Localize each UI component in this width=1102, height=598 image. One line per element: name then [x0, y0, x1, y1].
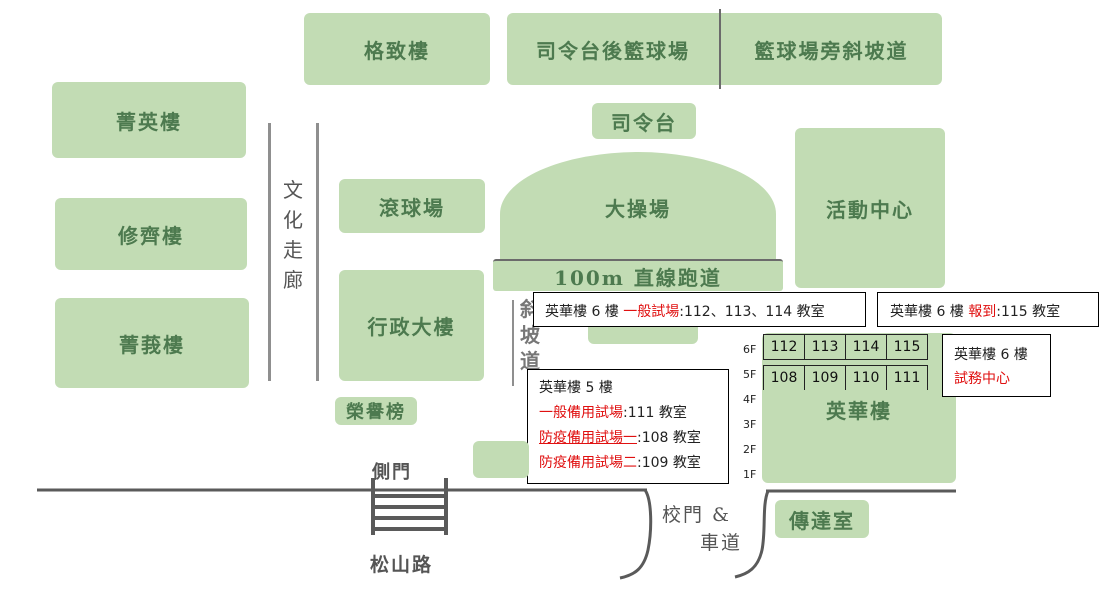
ramp-line — [512, 300, 514, 386]
callout-text: :111 教室 — [623, 405, 687, 421]
reception-room: 傳達室 — [775, 500, 869, 538]
room-108[interactable]: 108 — [764, 366, 805, 390]
room-111[interactable]: 111 — [893, 370, 921, 386]
floor-label-2f: 2F — [743, 443, 757, 456]
building-label: 司令台 — [611, 110, 677, 135]
gateball-court: 滾球場 — [339, 179, 485, 233]
callout-text: 英華樓 6 樓 — [954, 347, 1028, 363]
room-115[interactable]: 115 — [893, 339, 921, 355]
building-label: 格致樓 — [364, 38, 430, 63]
command-stage: 司令台 — [592, 103, 696, 139]
callout-backup-rooms-5f: 英華樓 5 樓 一般備用試場:111 教室 防疫備用試場一:108 教室 防疫備… — [527, 369, 729, 484]
callout-highlight: 防疫備用試場一 — [539, 430, 637, 446]
corridor-char: 走 — [283, 238, 303, 262]
side-gate-label: 側門 — [372, 462, 412, 483]
callout-highlight: 防疫備用試場二 — [539, 455, 637, 471]
rooms-5f: 108 109 110 111 — [763, 365, 928, 390]
ramp-char: 道 — [520, 349, 540, 373]
callout-row: 一般備用試場:111 教室 — [539, 401, 728, 426]
floor-label-3f: 3F — [743, 418, 757, 431]
callout-row: 防疫備用試場一:108 教室 — [539, 426, 728, 451]
building-label: 滾球場 — [379, 195, 445, 220]
building-jingbo: 菁莪樓 — [55, 298, 249, 388]
callout-highlight: 試務中心 — [954, 371, 1010, 387]
partial-building — [473, 441, 529, 478]
building-label: 傳達室 — [789, 508, 855, 533]
court-ramp-label: 籃球場旁斜坡道 — [754, 38, 909, 63]
callout-text: :108 教室 — [637, 430, 701, 446]
corridor-char: 文 — [283, 178, 303, 202]
callout-exam-rooms-6f: 英華樓 6 樓 一般試場:112、113、114 教室 — [533, 292, 866, 327]
corridor-char: 廊 — [283, 268, 303, 292]
corridor-right-line — [316, 123, 319, 381]
callout-text: :109 教室 — [637, 455, 701, 471]
road-name-label: 松山路 — [370, 554, 434, 576]
basketball-courts: 司令台後籃球場 籃球場旁斜坡道 — [507, 9, 942, 89]
room-112[interactable]: 112 — [764, 335, 805, 359]
building-label: 英華樓 — [826, 399, 892, 423]
building-label: 修齊樓 — [118, 223, 184, 248]
corridor-char: 化 — [283, 208, 303, 232]
building-label: 行政大樓 — [367, 315, 456, 339]
room-109[interactable]: 109 — [805, 366, 846, 390]
floor-label-5f: 5F — [743, 368, 757, 381]
building-xiuqi: 修齊樓 — [55, 198, 247, 270]
callout-text: :115 教室 — [996, 304, 1061, 320]
callout-text: :112、113、114 教室 — [679, 304, 825, 320]
callout-checkin-6f: 英華樓 6 樓 報到:115 教室 — [877, 292, 1099, 327]
building-label: 菁莪樓 — [119, 332, 185, 357]
main-field: 大操場 — [500, 152, 776, 272]
callout-exam-center-6f: 英華樓 6 樓 試務中心 — [942, 334, 1051, 397]
activity-center: 活動中心 — [795, 128, 945, 288]
building-label: 100m 直線跑道 — [554, 265, 722, 290]
building-label: 活動中心 — [826, 197, 914, 222]
cultural-corridor-label: 文 化 走 廊 — [281, 175, 305, 295]
rooms-6f: 112 113 114 115 — [763, 334, 928, 360]
callout-highlight: 一般試場 — [623, 304, 680, 320]
callout-highlight: 報到 — [968, 304, 997, 320]
building-label: 榮譽榜 — [346, 402, 406, 423]
floor-label-6f: 6F — [743, 343, 757, 356]
side-gate-icon — [371, 478, 448, 535]
corridor-left-line — [268, 123, 271, 381]
honor-board: 榮譽榜 — [335, 397, 417, 425]
building-admin: 行政大樓 — [339, 270, 484, 381]
straight-track: 100m 直線跑道 — [493, 259, 783, 291]
building-label: 菁英樓 — [116, 109, 182, 134]
main-gate-label: 校門 & — [662, 504, 731, 526]
floor-label-1f: 1F — [743, 468, 757, 481]
driveway-label: 車道 — [700, 532, 743, 554]
callout-text: 英華樓 6 樓 — [545, 304, 624, 320]
building-jingying: 菁英樓 — [52, 82, 246, 158]
court-divider — [719, 9, 721, 89]
callout-text: 英華樓 6 樓 — [890, 304, 969, 320]
callout-title: 英華樓 5 樓 — [539, 380, 613, 396]
room-110[interactable]: 110 — [846, 366, 887, 390]
building-label: 大操場 — [605, 196, 671, 221]
callout-row: 防疫備用試場二:109 教室 — [539, 451, 728, 476]
floor-label-4f: 4F — [743, 393, 757, 406]
court-behind-stage-label: 司令台後籃球場 — [536, 38, 690, 63]
ramp-char: 坡 — [520, 323, 540, 347]
building-gezhi: 格致樓 — [304, 13, 490, 85]
room-114[interactable]: 114 — [846, 335, 887, 359]
callout-highlight: 一般備用試場 — [539, 405, 623, 421]
room-113[interactable]: 113 — [805, 335, 846, 359]
